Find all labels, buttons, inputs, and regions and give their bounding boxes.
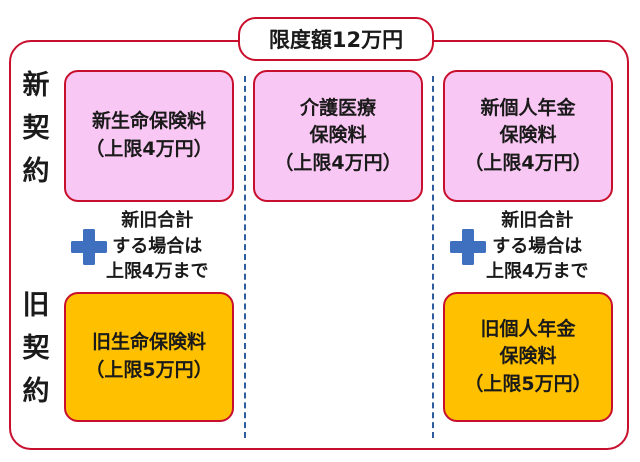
new-contract-char-1: 新	[22, 70, 50, 101]
combine-note-left-line-3: 上限4万まで	[106, 261, 209, 283]
plus-icon-left	[71, 229, 107, 265]
combine-note-right-line-1: 新旧合計	[501, 210, 574, 231]
plus-icon-right	[450, 229, 486, 265]
old-contract-char-1: 旧	[22, 290, 50, 321]
care-medical-title-1: 介護医療	[299, 96, 376, 119]
new-pension-limit: （上限4万円）	[464, 151, 592, 174]
old-pension-insurance-box: 旧個人年金 保険料 （上限5万円）	[443, 292, 613, 422]
column-divider-left	[244, 76, 246, 438]
new-contract-label: 新 契 約	[18, 72, 54, 201]
new-life-insurance-limit: （上限4万円）	[85, 138, 213, 160]
care-medical-limit: （上限4万円）	[274, 151, 402, 174]
old-pension-title-1: 旧個人年金	[480, 317, 576, 340]
combine-note-left-line-1: 新旧合計	[121, 210, 194, 231]
combine-note-right: 新旧合計 する場合は 上限4万まで	[486, 208, 589, 285]
old-contract-label: 旧 契 約	[18, 292, 54, 421]
old-contract-char-3: 約	[22, 376, 50, 407]
new-pension-title-1: 新個人年金	[480, 96, 576, 119]
old-life-insurance-limit: （上限5万円）	[85, 359, 213, 381]
old-life-insurance-box: 旧生命保険料 （上限5万円）	[64, 292, 234, 422]
column-divider-right	[432, 76, 434, 438]
care-medical-title-2: 保険料	[309, 124, 367, 147]
old-pension-limit: （上限5万円）	[464, 372, 592, 395]
combine-note-left-line-2: する場合は	[112, 235, 203, 257]
old-life-insurance-title: 旧生命保険料	[91, 331, 206, 354]
care-medical-insurance-box: 介護医療 保険料 （上限4万円）	[253, 70, 423, 202]
combine-note-right-line-2: する場合は	[492, 235, 583, 257]
old-contract-char-2: 契	[22, 333, 50, 364]
new-pension-title-2: 保険料	[499, 124, 557, 147]
combine-note-right-line-3: 上限4万まで	[486, 261, 589, 283]
old-pension-title-2: 保険料	[499, 345, 557, 368]
limit-title-text: 限度額12万円	[268, 28, 404, 52]
new-contract-char-2: 契	[22, 113, 50, 144]
limit-title: 限度額12万円	[238, 17, 434, 61]
new-life-insurance-box: 新生命保険料 （上限4万円）	[64, 70, 234, 202]
new-contract-char-3: 約	[22, 156, 50, 187]
new-pension-insurance-box: 新個人年金 保険料 （上限4万円）	[443, 70, 613, 202]
new-life-insurance-title: 新生命保険料	[91, 110, 206, 133]
combine-note-left: 新旧合計 する場合は 上限4万まで	[106, 208, 209, 285]
